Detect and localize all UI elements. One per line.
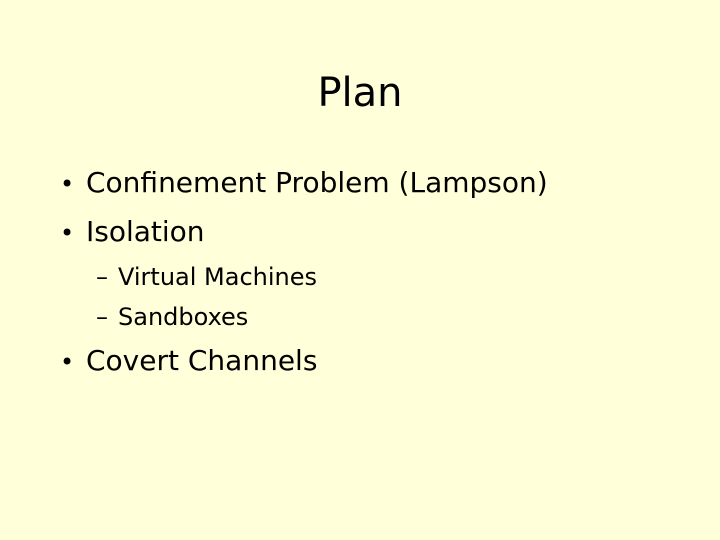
bullet-marker-icon: – [96, 263, 108, 291]
bullet-item: • Isolation [60, 208, 690, 257]
bullet-marker-icon: • [60, 348, 75, 376]
bullet-item: • Confinement Problem (Lampson) [60, 159, 690, 208]
bullet-text: Sandboxes [118, 303, 249, 331]
bullet-item: • Covert Channels [60, 337, 690, 386]
bullet-marker-icon: – [96, 303, 108, 331]
bullet-text: Virtual Machines [118, 263, 318, 291]
bullet-text: Isolation [86, 215, 205, 248]
bullet-item: – Virtual Machines [60, 257, 690, 297]
slide-title: Plan [317, 70, 403, 116]
bullet-item: – Sandboxes [60, 297, 690, 337]
bullet-list: • Confinement Problem (Lampson) • Isolat… [60, 159, 690, 386]
bullet-marker-icon: • [60, 219, 75, 247]
bullet-text: Confinement Problem (Lampson) [86, 166, 548, 199]
bullet-text: Covert Channels [86, 344, 318, 377]
bullet-marker-icon: • [60, 170, 75, 198]
